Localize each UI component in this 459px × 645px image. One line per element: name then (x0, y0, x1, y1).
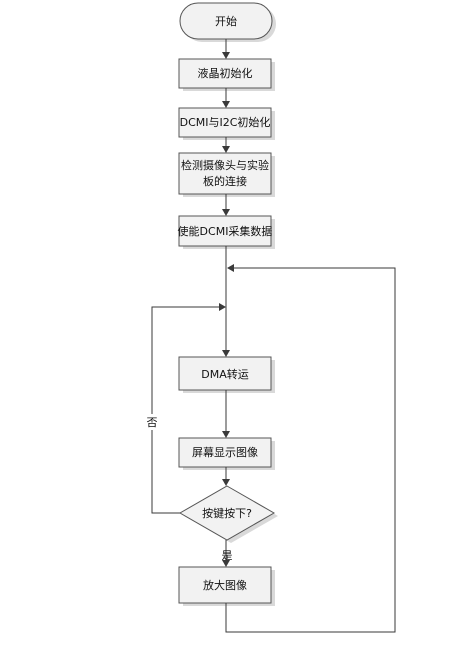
enable-dcmi-label: 使能DCMI采集数据 (178, 224, 273, 238)
dcmi-i2c-init-node: DCMI与I2C初始化 (178, 107, 275, 140)
edge-dcmi-to-detect (222, 137, 230, 153)
start-node: 开始 (179, 2, 276, 42)
detect-connection-node: 检测摄像头与实验 板的连接 (178, 152, 275, 197)
edge-decision-no-loop: 否 (143, 303, 226, 514)
edge-start-to-lcd (222, 39, 230, 59)
detect-connection-label-line1: 检测摄像头与实验 (181, 158, 269, 172)
edge-label-no: 否 (147, 416, 158, 429)
zoom-label: 放大图像 (203, 578, 247, 592)
dcmi-i2c-init-label: DCMI与I2C初始化 (180, 115, 271, 129)
edge-display-to-decision (222, 467, 230, 486)
start-label: 开始 (215, 14, 237, 28)
edge-label-yes: 是 (222, 549, 233, 562)
display-label: 屏幕显示图像 (192, 445, 258, 459)
edge-zoom-loop (225, 264, 396, 633)
enable-dcmi-node: 使能DCMI采集数据 (178, 215, 275, 249)
edge-decision-to-zoom: 是 (222, 540, 233, 567)
detect-connection-label-line2: 板的连接 (203, 174, 247, 188)
lcd-init-node: 液晶初始化 (178, 58, 275, 91)
edge-enable-to-dma (222, 246, 230, 357)
edge-detect-to-enable (222, 194, 230, 216)
display-node: 屏幕显示图像 (178, 437, 275, 470)
dma-label: DMA转运 (201, 367, 249, 381)
lcd-init-label: 液晶初始化 (198, 66, 253, 80)
edge-lcd-to-dcmi (222, 88, 230, 108)
zoom-node: 放大图像 (178, 566, 275, 606)
decision-node: 按键按下? (178, 485, 278, 543)
edge-dma-to-display (222, 390, 230, 438)
decision-label: 按键按下? (202, 506, 252, 520)
dma-node: DMA转运 (178, 356, 275, 393)
